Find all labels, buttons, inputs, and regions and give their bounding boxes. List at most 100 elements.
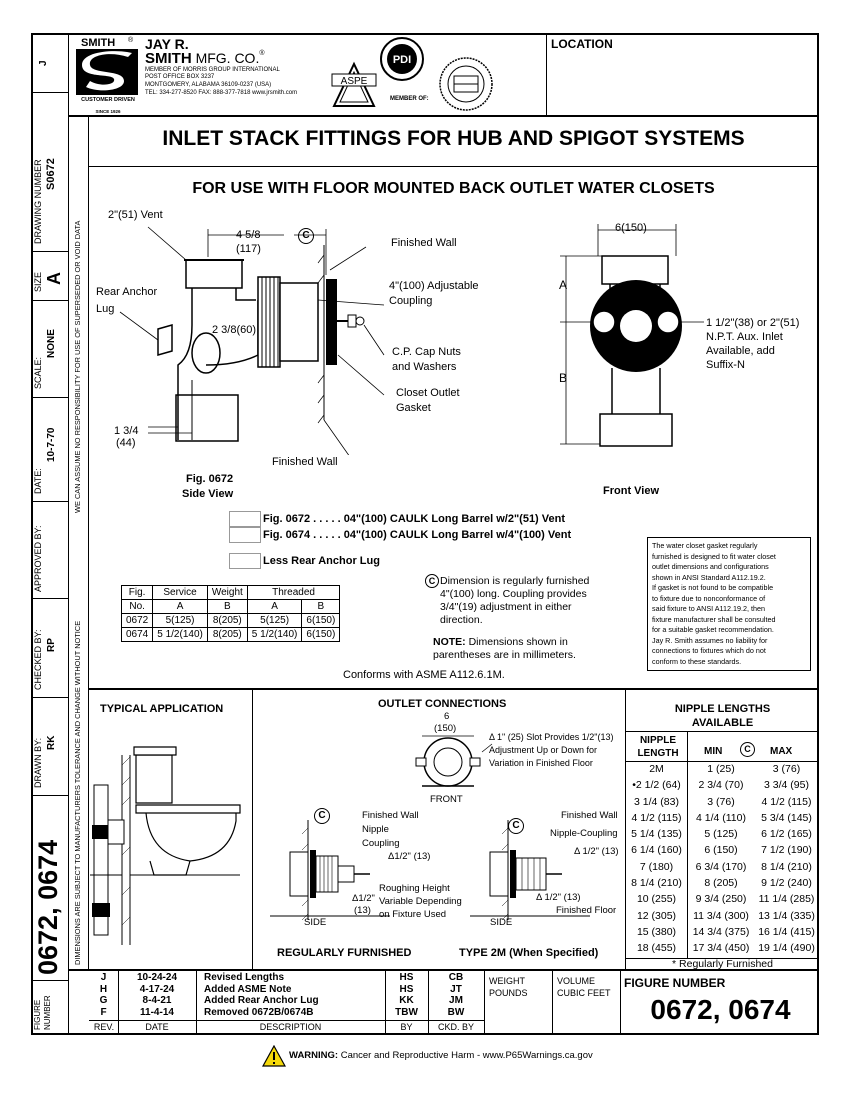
disclaimer-bottom: DIMENSIONS ARE SUBJECT TO MANUFACTURERS … xyxy=(73,620,82,965)
sidebar-sep xyxy=(31,795,68,796)
nipple-row: 3 1/4 (83)3 (76)4 1/2 (115) xyxy=(626,795,819,811)
revision-cell: 8-4-21 xyxy=(142,995,172,1006)
volume-label-2: CUBIC FEET xyxy=(557,988,611,998)
company-line1: JAY R. xyxy=(145,36,189,52)
delta-half-right-low: Δ 1/2" (13) xyxy=(536,892,581,903)
nipple-cell: 5 3/4 (145) xyxy=(761,811,812,824)
nipple-cell: 4 1/2 (115) xyxy=(631,811,682,824)
nipple-title-line xyxy=(626,731,819,732)
nipple-cell: 15 (380) xyxy=(636,925,677,938)
cell: 5(125) xyxy=(246,613,303,628)
gasket-line: for a suitable gasket recommendation. xyxy=(652,625,774,634)
revision-cell: 11-4-14 xyxy=(140,1006,174,1018)
revision-cell: KK xyxy=(399,995,414,1006)
regularly-furnished-label: REGULARLY FURNISHED xyxy=(277,947,412,959)
warning-icon xyxy=(262,1045,286,1067)
nipple-cell: 2M xyxy=(649,763,664,775)
nipple-cell: 12 (305) xyxy=(636,909,677,922)
delta-half-right: Δ 1/2" (13) xyxy=(574,846,619,857)
nipple-col-max: MAX xyxy=(770,746,793,757)
cap-nuts-1: C.P. Cap Nuts xyxy=(392,346,461,358)
nipple-cell: 16 1/4 (415) xyxy=(758,925,815,938)
aspe-text: ASPE xyxy=(341,76,368,87)
nipple-col-1b: LENGTH xyxy=(637,748,679,759)
nipple-footnote: * Regularly Furnished xyxy=(672,958,773,970)
figure-big: 0672, 0674 xyxy=(33,839,63,975)
company-line2: SMITH MFG. CO.® xyxy=(145,50,265,67)
nipple-cell: 5 1/4 (135) xyxy=(631,828,682,841)
nipple-cell: 4 1/2 (115) xyxy=(761,795,812,808)
location-divider xyxy=(546,33,547,116)
nipple-row: 10 (255)9 3/4 (250)11 1/4 (285) xyxy=(626,892,819,908)
th-b1: B xyxy=(206,599,248,614)
gasket-line: shown in ANSI Standard A112.19.2. xyxy=(652,572,766,582)
rev-col-1 xyxy=(118,970,119,1035)
nipple-c-mark: C xyxy=(740,742,755,757)
roughing-3: on Fixture Used xyxy=(379,909,447,920)
typical-divider xyxy=(252,689,253,969)
nipple-title-1: NIPPLE LENGTHS xyxy=(674,703,771,715)
dim-117: (117) xyxy=(236,243,261,255)
c-mark-left: C xyxy=(314,808,330,824)
outlet-side-right-drawing xyxy=(470,820,590,921)
rev-h-desc: DESCRIPTION xyxy=(259,1022,322,1032)
gasket-line: fixture manufacturer shall be consulted xyxy=(652,614,776,624)
front-dim-6: 6(150) xyxy=(615,222,647,234)
slot-note-2: Adjustment Up or Down for xyxy=(489,745,598,755)
cell: 5 1/2(140) xyxy=(246,627,303,642)
conforms-note: Conforms with ASME A112.6.1M. xyxy=(343,669,505,681)
smith-badge: SMITH xyxy=(81,37,116,49)
c-mark-note: C xyxy=(425,574,439,588)
nipple-row: 15 (380)14 3/4 (375)16 1/4 (415) xyxy=(626,925,819,941)
nipple-cell: 4 1/4 (110) xyxy=(695,811,746,824)
option-box-3[interactable] xyxy=(229,553,261,569)
option-box-2[interactable] xyxy=(229,527,261,543)
nipple-row: 7 (180)6 3/4 (170)8 1/4 (210) xyxy=(626,860,819,876)
nipple-cell: 17 3/4 (450) xyxy=(692,942,750,955)
nipple-cell: 3 3/4 (95) xyxy=(764,779,809,792)
aspe-logo-icon: ASPE xyxy=(331,61,377,107)
cell: 0672 xyxy=(120,613,154,628)
gasket-line: to fixture due to nonconformance of xyxy=(652,593,766,603)
header-bottom-line xyxy=(68,115,819,117)
option-0672: Fig. 0672 . . . . . 04"(100) CAULK Long … xyxy=(263,513,566,525)
note-line1: Dimensions shown in xyxy=(468,636,568,648)
member-line: MEMBER OF MORRIS GROUP INTERNATIONAL xyxy=(145,67,280,73)
nipple-cell: 1 (25) xyxy=(707,763,735,775)
typical-app-title: TYPICAL APPLICATION xyxy=(100,703,224,715)
cell: 5 1/2(140) xyxy=(152,627,208,642)
phone-line: TEL: 334-277-8520 FAX: 888-377-7818 www.… xyxy=(145,90,298,96)
scale-label: SCALE: xyxy=(33,356,43,389)
outlet-dim-6: 6 xyxy=(444,711,450,722)
nipple-cell: 5 (125) xyxy=(704,828,738,841)
figure-number-label: FIGURE NUMBER xyxy=(624,976,726,990)
coupling-label-2: Coupling xyxy=(389,295,433,307)
nipple-cell: 6 1/4 (160) xyxy=(631,844,682,857)
side-right-label: SIDE xyxy=(490,917,513,928)
sidebar-rev-letter: J xyxy=(38,60,49,66)
nipple-cell: •2 1/2 (64) xyxy=(632,779,681,792)
coupling-label-1: 4"(100) Adjustable xyxy=(389,280,479,292)
company-mfg: MFG. CO. xyxy=(195,50,260,66)
city-line: MONTGOMERY, ALABAMA 36109-0237 (USA) xyxy=(145,82,272,88)
rev-col-2 xyxy=(196,970,197,1035)
slot-note-3: Variation in Finished Floor xyxy=(489,758,593,768)
page-title: INLET STACK FITTINGS FOR HUB AND SPIGOT … xyxy=(162,127,745,150)
cell: 8(205) xyxy=(206,613,248,628)
option-box-1[interactable] xyxy=(229,511,261,527)
nipple-title-2: AVAILABLE xyxy=(691,717,754,729)
revision-cell: BW xyxy=(447,1006,465,1018)
typical-application-drawing xyxy=(90,746,241,945)
figure-number-sidebar-label: FIGURE NUMBER xyxy=(33,995,52,1030)
nipple-cell: 7 (180) xyxy=(639,860,674,873)
revision-cell: HS xyxy=(399,972,414,983)
th-a2: A xyxy=(246,599,303,614)
dim-2-3-8: 2 3/8(60) xyxy=(212,324,257,336)
checked-label: CHECKED BY: xyxy=(33,629,43,690)
dim-note-2: 4"(100) long. Coupling provides xyxy=(440,588,587,600)
nipple-cell: 6 3/4 (170) xyxy=(695,860,747,873)
note-line2: parentheses are in millimeters. xyxy=(433,649,576,661)
